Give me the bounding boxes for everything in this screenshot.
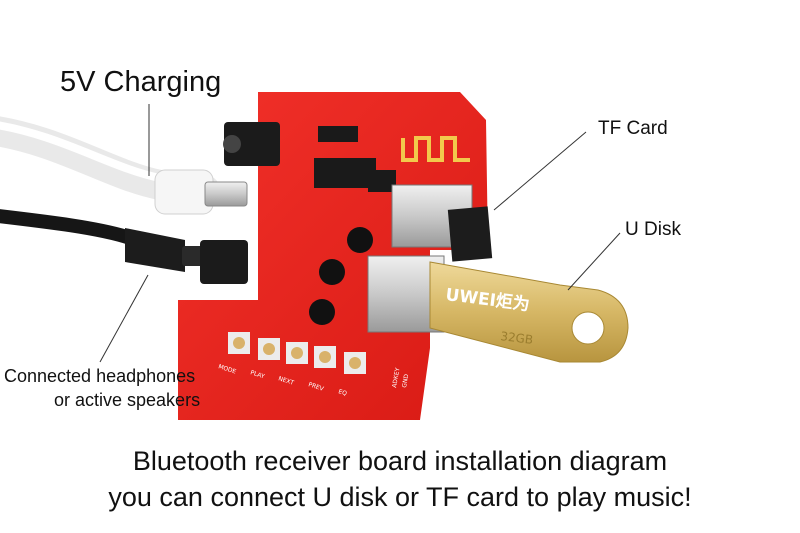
tf-card	[447, 206, 493, 262]
label-headphones-line2: or active speakers	[54, 390, 201, 410]
micro-usb-plug	[154, 169, 214, 215]
button-label-eq: EQ	[337, 388, 348, 397]
button-label-next: NEXT	[277, 375, 295, 387]
label-5v-charging: 5V Charging	[60, 66, 222, 98]
button-labels: MODE PLAY NEXT PREV EQ ADKEY GND	[217, 363, 410, 397]
label-u-disk: U Disk	[625, 219, 681, 240]
caption-line2: you can connect U disk or TF card to pla…	[108, 482, 692, 512]
tf-card-pointer	[493, 131, 587, 211]
pin-label-adkey: ADKEY	[391, 367, 401, 388]
usb-capacity: 32GB	[500, 329, 534, 347]
caption-line1: Bluetooth receiver board installation di…	[132, 446, 668, 476]
audio-jack-bottom	[200, 240, 248, 284]
pin-label-gnd: GND	[401, 373, 410, 388]
audio-cable	[0, 209, 137, 245]
board-buttons	[228, 332, 366, 374]
main-chip	[314, 158, 376, 188]
button-label-prev: PREV	[307, 381, 325, 393]
button-label-play: PLAY	[249, 369, 265, 380]
udisk-pointer	[567, 232, 621, 291]
amp-chip	[368, 170, 396, 192]
capacitor	[347, 227, 373, 253]
audio-jack-top	[224, 122, 280, 166]
label-headphones-line1: Connected headphones	[4, 366, 196, 386]
usb-stick: UWEI炬为 32GB	[367, 255, 629, 363]
charging-cable	[0, 116, 220, 205]
headphone-pointer	[99, 274, 149, 363]
label-tf-card: TF Card	[598, 118, 668, 139]
